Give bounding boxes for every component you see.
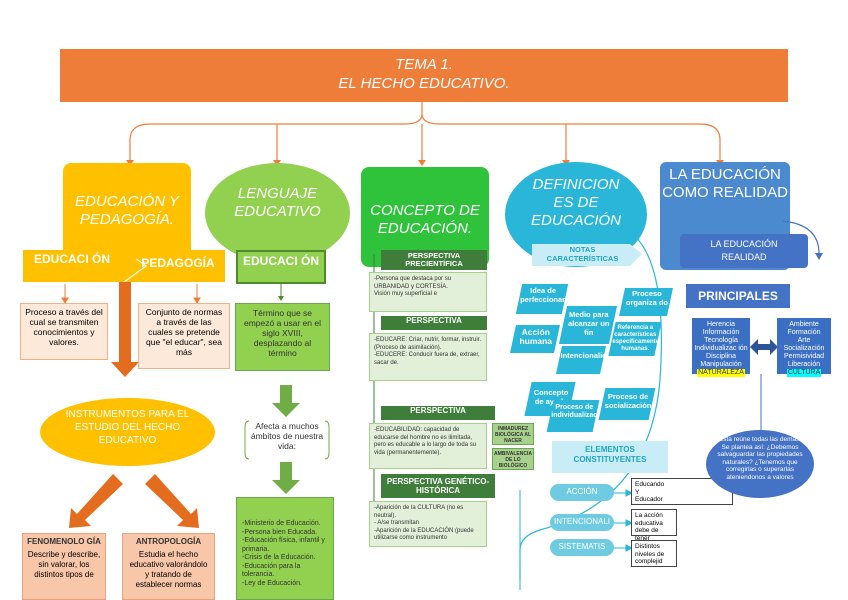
top-connector	[126, 100, 724, 166]
col4-item-2: Proceso organiza do	[619, 288, 673, 316]
col4-item-5-text: Referencia a características específicam…	[612, 325, 660, 352]
col3-p3-title: PERSPECTIVA	[381, 406, 495, 420]
col1-instruments: INSTRUMENTOS PARA EL ESTUDIO DEL HECHO E…	[40, 398, 215, 466]
feno-title: FENOMENOLO GÍA	[27, 537, 101, 546]
col4-item-8-text: Proceso de socialización	[604, 392, 652, 410]
antro-text: Estudia el hecho educativo valorándolo y…	[129, 550, 208, 589]
col5-left-1: Información	[702, 329, 740, 336]
col3-header-text: CONCEPTO DE EDUCACIÓN.	[370, 202, 480, 237]
col3-p1-title: PERSPECTIVA PRECIENTÍFICA	[381, 250, 487, 270]
col3-p3-side1: INMADUREZ BIOLÓGICA AL NACER	[492, 423, 534, 445]
col1-def-pedagogia: Conjunto de normas a través de las cuale…	[138, 303, 230, 369]
col2-tick-arrow	[278, 284, 284, 301]
col5-header-text: LA EDUCACIÓN COMO REALIDAD	[662, 166, 788, 201]
col5-left-0: Herencia	[706, 321, 735, 328]
title-line2: EL HECHO EDUCATIVO.	[338, 75, 510, 92]
col4-r3: Distintos niveles de complejid	[631, 540, 677, 567]
col5-left-3: Individualizac ión	[694, 345, 748, 352]
col2-arrow-1	[272, 385, 300, 417]
col4-item-5: Referencia a características específicam…	[608, 322, 662, 356]
col5-left-list: Herencia Información Tecnología Individu…	[692, 318, 750, 377]
col4-item-0-text: Idea de perfeccionamiento	[520, 286, 587, 304]
col4-r1: Educando Y Educador	[631, 478, 733, 505]
antro-title: ANTROPOLOGÍA	[135, 537, 202, 546]
col4-item-7: Proceso de individualización	[546, 400, 608, 432]
col1-tab-educacion: EDUCACI ÓN	[33, 252, 110, 266]
col1-antropologia: ANTROPOLOGÍA Estudia el hecho educativo …	[122, 533, 215, 600]
col4-item-2-text: Proceso organiza do	[625, 289, 669, 307]
title-banner: TEMA 1. EL HECHO EDUCATIVO.	[60, 49, 788, 102]
col1-tabs-shape	[23, 250, 225, 282]
col5-right-4: Permisividad	[783, 353, 825, 360]
col4-item-7-text: Proceso de individualización	[551, 404, 608, 419]
col5-right-2: Arte	[797, 337, 811, 344]
col5-right-1: Formación	[787, 329, 821, 336]
col4-item-8: Proceso de socialización	[598, 388, 656, 420]
col1-tab-pedagogia: PEDAGOGÍA	[141, 256, 215, 270]
col4-item-4: Intencionalidad	[556, 346, 616, 374]
col3-p2-text: -EDUCARE: Criar, nutrir, formar, instrui…	[369, 333, 487, 381]
col4-item-4-text: Intencionalidad	[560, 351, 616, 360]
col5-down-line	[760, 374, 762, 432]
col2-header: LENGUAJE EDUCATIVO	[205, 163, 350, 263]
col4-header-text: DEFINICION ES DE EDUCACIÓN	[530, 176, 621, 229]
col5-principales: PRINCIPALES	[686, 284, 790, 308]
col4-item-3: Acción humana	[510, 325, 560, 353]
col2-affects-brackets	[244, 420, 330, 460]
col2-list: -Ministerio de Educación. -Persona bien …	[236, 497, 334, 600]
col2-arrow-2	[272, 462, 300, 494]
col4-item-1: Medio para alcanzar un fin	[558, 306, 618, 344]
col4-oval-accion: ACCIÓN	[550, 484, 614, 501]
title-line1: TEMA 1.	[395, 56, 453, 73]
feno-text: Describe y describe, sin valorar, los di…	[27, 550, 101, 579]
col4-r2: La acción educativa debe de tener	[631, 509, 677, 542]
col2-affects-text: Afecta a muchos ámbitos de nuestra vida:	[250, 421, 324, 451]
col5-right-6: CULTURA	[786, 369, 822, 377]
col2-affects: Afecta a muchos ámbitos de nuestra vida:	[243, 419, 331, 461]
col3-p4-title: PERSPECTIVA GENÉTICO-HISTÓRICA	[381, 474, 495, 498]
col5-right-list: Ambiente Formación Arte Socialización Pe…	[777, 318, 831, 377]
col2-tab-educacion: EDUCACI ÓN	[236, 250, 326, 284]
col5-note: Esta reúne todas las demás. Se plantea a…	[706, 430, 814, 498]
col1-arrows	[61, 282, 201, 377]
col1-def-educacion: Proceso a través del cual se transmiten …	[20, 303, 108, 360]
col1-header-text: EDUCACIÓN Y PEDAGOGÍA.	[75, 193, 179, 228]
col4-oval-sistematicidad: SISTEMATIS	[550, 539, 614, 556]
col1-fenomenologia: FENOMENOLO GÍA Describe y describe, sin …	[22, 533, 106, 600]
col4-item-0: Idea de perfeccionamiento	[515, 284, 587, 314]
col4-oval-intencionalidad: INTENCIONALI	[550, 514, 614, 531]
col4-item-1-text: Medio para alcanzar un fin	[568, 310, 610, 337]
col1-diag-arrows	[69, 474, 199, 528]
col3-p3-text: -EDUCABILIDAD: capacidad de educarse del…	[369, 423, 487, 469]
col1-header: EDUCACIÓN Y PEDAGOGÍA.	[63, 163, 191, 259]
col5-left-6: NATURALEZA	[697, 369, 745, 377]
col4-notes-shape	[532, 244, 642, 266]
col3-p1-text: -Persona que destaca por su URBANIDAD y …	[369, 272, 487, 312]
col5-right-5: Liberación	[787, 361, 821, 368]
col4-elements: ELEMENTOS CONSTITUYENTES	[552, 441, 668, 473]
col4-item-3-text: Acción humana	[519, 327, 553, 346]
col5-realidad: LA EDUCACIÓN REALIDAD	[680, 234, 808, 268]
col5-right-3: Socialización	[783, 345, 825, 352]
col5-curve-arrow	[782, 220, 823, 260]
col3-p4-text: -Aparición de la CULTURA (no es neutral)…	[369, 501, 487, 547]
col5-right-0: Ambiente	[789, 321, 819, 328]
col2-desc: Término que se empezó a usar en el siglo…	[235, 303, 330, 371]
col1-instruments-text: INSTRUMENTOS PARA EL ESTUDIO DEL HECHO E…	[65, 409, 190, 446]
col3-p2-title: PERSPECTIVA	[381, 316, 487, 330]
col5-left-5: Manipulación	[700, 361, 742, 368]
col4-oval-arrows	[614, 489, 634, 552]
col2-header-text: LENGUAJE EDUCATIVO	[234, 185, 321, 220]
col3-p3-side2: AMBIVALENCIA DE LO BIOLÓGICO	[492, 448, 534, 470]
col5-double-arrow	[750, 339, 778, 355]
col5-left-2: Tecnología	[704, 337, 738, 344]
col5-left-4: Disciplina	[706, 353, 736, 360]
col4-notes: NOTAS CARACTERÍSTICAS	[546, 245, 619, 263]
